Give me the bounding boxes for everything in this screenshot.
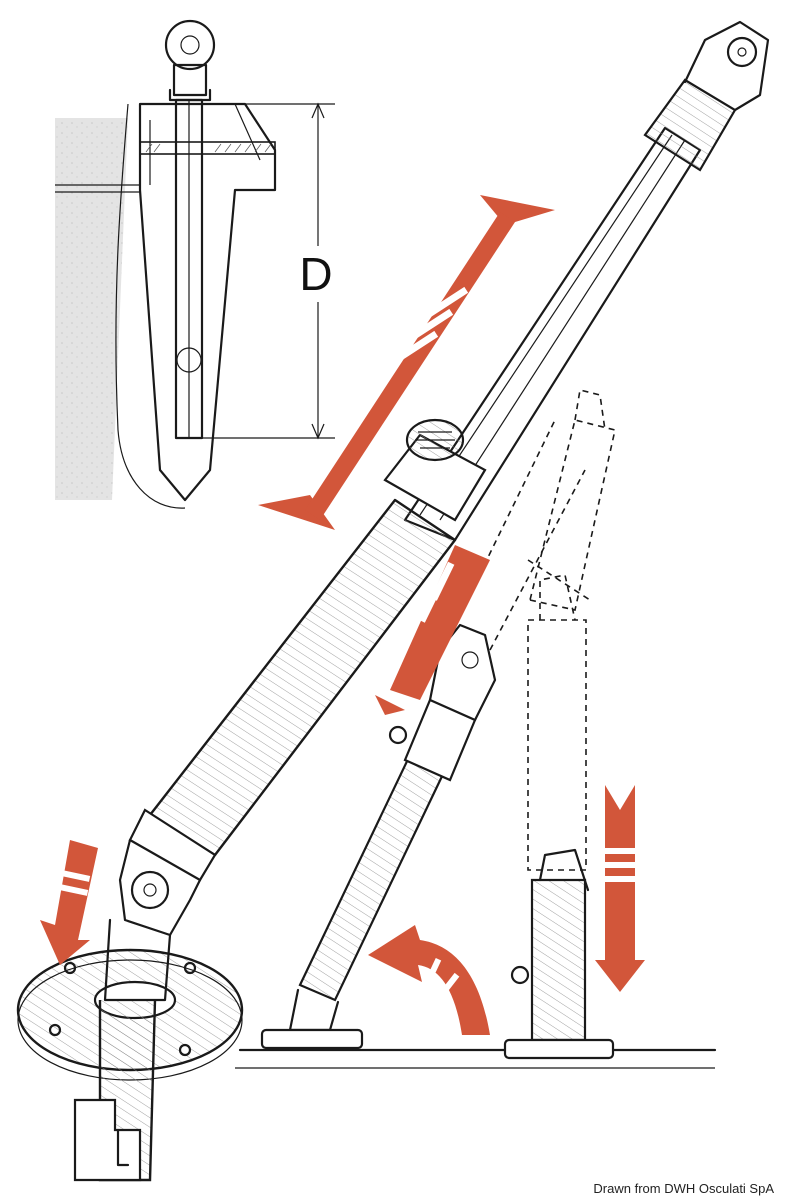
flange-screw bbox=[48, 1023, 62, 1037]
flange-screw bbox=[178, 1043, 192, 1057]
top-fork-pin bbox=[726, 36, 758, 68]
lowered-step bbox=[530, 878, 587, 1042]
pivot-curved-arrow bbox=[368, 925, 490, 1035]
deck-flange-assembly bbox=[16, 918, 244, 1182]
ghost-strut-vertical bbox=[527, 619, 587, 871]
flange-down-arrow bbox=[40, 840, 98, 965]
clamp-collar bbox=[383, 433, 487, 522]
flange-screw bbox=[183, 961, 197, 975]
dimension-label: D bbox=[299, 248, 332, 300]
tilted-strut bbox=[260, 623, 497, 1050]
step-tube-slot bbox=[73, 1098, 142, 1182]
lowered-lock-knob[interactable] bbox=[510, 965, 530, 985]
ball-pin-knob bbox=[164, 19, 216, 71]
flange-screw bbox=[63, 961, 77, 975]
main-strut bbox=[118, 20, 770, 937]
tilted-lock-knob[interactable] bbox=[388, 725, 408, 745]
bottom-fork bbox=[118, 838, 202, 937]
deck-plate bbox=[139, 141, 276, 155]
tilted-base-plate bbox=[260, 1028, 364, 1050]
ghost-strut-upper bbox=[529, 419, 616, 611]
lowered-step-head bbox=[538, 848, 590, 892]
hull-section bbox=[55, 118, 128, 500]
step-block bbox=[138, 102, 277, 502]
hull-edge bbox=[115, 103, 186, 509]
ghost-positions bbox=[454, 389, 616, 1060]
inset-detail: D bbox=[55, 19, 344, 509]
lower-down-arrow bbox=[595, 785, 645, 992]
lowered-base-plate bbox=[503, 1038, 615, 1060]
double-headed-adjust-arrow bbox=[258, 195, 555, 530]
credit-caption: Drawn from DWH Osculati SpA bbox=[593, 1181, 774, 1196]
top-fork bbox=[683, 20, 770, 112]
insert-down-arrow bbox=[375, 545, 490, 715]
